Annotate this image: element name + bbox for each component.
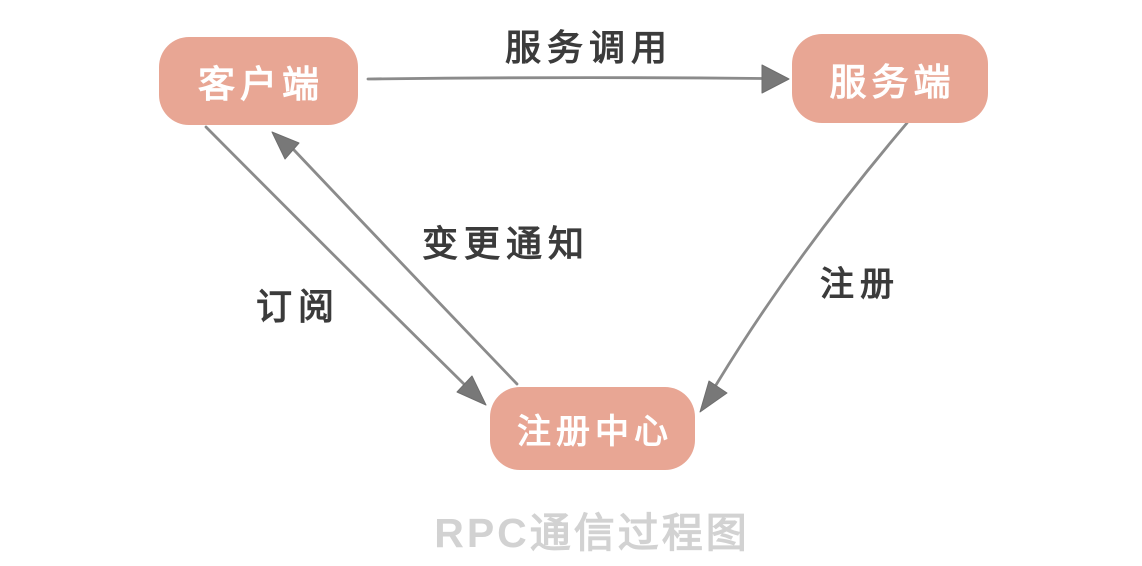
node-server: 服务端 (792, 34, 988, 123)
node-client: 客户端 (159, 37, 358, 125)
edge-label-service-call: 服务调用 (504, 27, 674, 68)
edge-label-register: 注册 (820, 265, 900, 304)
edge-service-call (366, 76, 766, 81)
diagram-title: RPC通信过程图 (434, 510, 750, 556)
arrowhead-service-call-icon (761, 64, 790, 94)
node-registry: 注册中心 (490, 387, 695, 470)
edge-change-notify (292, 148, 519, 386)
edge-label-subscribe: 订阅 (255, 286, 341, 327)
arrowhead-subscribe-icon (456, 375, 487, 406)
edge-subscribe (204, 125, 469, 389)
node-registry-label: 注册中心 (517, 413, 673, 451)
edge-register (714, 121, 909, 387)
arrowhead-register-icon (699, 380, 728, 413)
node-server-label: 服务端 (829, 61, 956, 103)
arrowhead-change-notify-icon (271, 131, 300, 160)
node-client-label: 客户端 (198, 64, 324, 105)
edge-label-change-notify: 变更通知 (421, 223, 591, 264)
